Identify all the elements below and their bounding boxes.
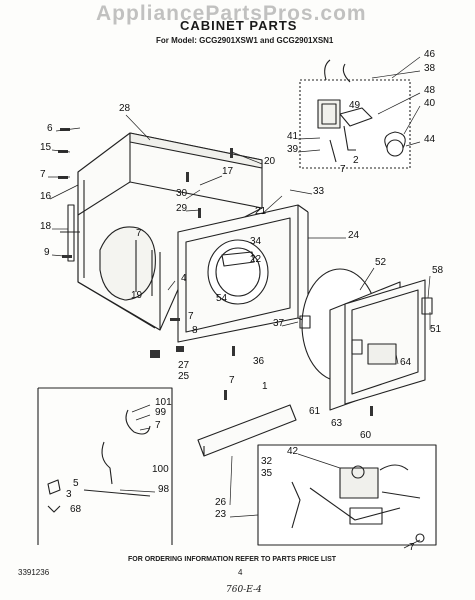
part-callout-c-7b: 7 [136, 228, 142, 239]
part-callout-c-18: 18 [40, 221, 52, 232]
part-callout-c-23: 23 [215, 509, 227, 520]
part-callout-c-35: 35 [261, 468, 273, 479]
part-callout-c-26: 26 [215, 497, 227, 508]
part-callout-c-7e: 7 [340, 164, 346, 175]
part-callout-c-34: 34 [250, 236, 262, 247]
gas-valve-detail-box [257, 444, 437, 546]
door-assembly [299, 268, 433, 411]
part-callout-c-22: 22 [250, 254, 262, 265]
part-callout-c-19: 19 [131, 290, 143, 301]
part-callout-c-15: 15 [40, 142, 52, 153]
part-callout-c-58: 58 [432, 265, 444, 276]
door-switch-assembly [299, 59, 411, 169]
part-callout-c-30: 30 [176, 188, 188, 199]
part-callout-c-41: 41 [287, 131, 299, 142]
part-callout-c-32: 32 [261, 456, 273, 467]
part-callout-c-1: 1 [262, 381, 268, 392]
part-callout-c-63: 63 [331, 418, 343, 429]
part-callout-c-29: 29 [176, 203, 188, 214]
part-callout-c-9: 9 [44, 247, 50, 258]
part-callout-c-3: 3 [66, 489, 72, 500]
part-callout-c-33: 33 [313, 186, 325, 197]
part-callout-c-61: 61 [309, 406, 321, 417]
part-callout-c-38: 38 [424, 63, 436, 74]
part-callout-c-7d: 7 [229, 375, 235, 386]
part-callout-c-36: 36 [253, 356, 265, 367]
part-callout-c-54: 54 [216, 293, 228, 304]
cabinet-shell [60, 132, 263, 331]
part-callout-c-51: 51 [430, 324, 442, 335]
part-callout-c-7g: 7 [409, 542, 415, 553]
part-callout-c-17: 17 [222, 166, 234, 177]
part-callout-c-8: 8 [192, 325, 198, 336]
part-callout-c-16: 16 [40, 191, 52, 202]
part-callout-c-6: 6 [47, 123, 53, 134]
ordering-info-note: FOR ORDERING INFORMATION REFER TO PARTS … [128, 556, 337, 563]
part-callout-c-44: 44 [424, 134, 436, 145]
document-number: 3391236 [18, 568, 50, 577]
part-callout-c-5: 5 [73, 478, 79, 489]
part-callout-c-7c: 7 [188, 311, 194, 322]
part-callout-c-99: 99 [155, 407, 167, 418]
part-callout-c-20: 20 [264, 156, 276, 167]
part-callout-c-101: 101 [155, 397, 172, 408]
handwritten-annotation: 760-E-4 [226, 585, 262, 595]
front-panel [177, 204, 309, 343]
part-callout-c-7a: 7 [40, 169, 46, 180]
part-callout-c-2: 2 [353, 155, 359, 166]
model-subtitle: For Model: GCG2901XSW1 and GCG2901XSN1 [156, 36, 334, 45]
part-callout-c-27: 27 [178, 360, 190, 371]
page-number: 4 [238, 568, 243, 577]
toe-panel [197, 404, 297, 457]
diagram-title: CABINET PARTS [180, 18, 298, 33]
part-callout-c-98: 98 [158, 484, 170, 495]
part-callout-c-39: 39 [287, 144, 299, 155]
part-callout-c-60: 60 [360, 430, 372, 441]
part-callout-c-49: 49 [349, 100, 361, 111]
part-callout-c-25: 25 [178, 371, 190, 382]
watermark: AppliancePartsPros.com [96, 2, 367, 25]
part-callout-c-64: 64 [400, 357, 412, 368]
leader-lines [48, 56, 431, 549]
part-callout-c-24: 24 [348, 230, 360, 241]
part-callout-c-7f: 7 [155, 420, 161, 431]
part-callout-c-68: 68 [70, 504, 82, 515]
part-callout-c-46: 46 [424, 49, 436, 60]
part-callout-c-28: 28 [119, 103, 131, 114]
part-callout-c-4: 4 [181, 273, 187, 284]
part-callout-c-21: 21 [255, 206, 267, 217]
part-callout-c-100: 100 [152, 464, 169, 475]
part-callout-c-40: 40 [424, 98, 436, 109]
wiring-detail-box [37, 387, 173, 545]
part-callout-c-37: 37 [273, 318, 285, 329]
part-callout-c-48: 48 [424, 85, 436, 96]
part-callout-c-52: 52 [375, 257, 387, 268]
part-callout-c-42: 42 [287, 446, 299, 457]
